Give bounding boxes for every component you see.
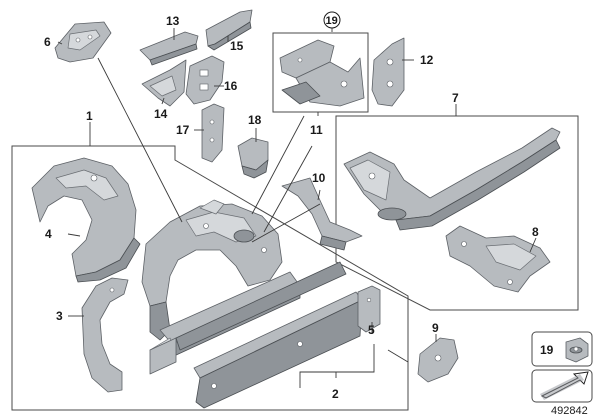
part-17-vertical-bracket[interactable] <box>201 103 225 163</box>
callout-8: 8 <box>532 225 539 239</box>
leader-lines <box>57 12 537 388</box>
part-8-rail-extension[interactable] <box>445 225 551 293</box>
callout-17: 17 <box>176 123 190 137</box>
callout-12: 12 <box>420 53 434 67</box>
legend-box-item-19 <box>531 331 593 367</box>
part-11-wheelhouse-segment-assembly[interactable] <box>279 39 365 107</box>
part-15-strut-plate[interactable] <box>205 9 253 51</box>
image-reference-number: 492842 <box>551 405 588 417</box>
callout-10: 10 <box>312 171 326 185</box>
assembly-frame-1 <box>11 145 409 411</box>
callout-11: 11 <box>310 123 323 137</box>
part-5-end-plate[interactable] <box>357 285 381 333</box>
assembly-frame-11 <box>272 32 369 113</box>
part-7-engine-carrier-rail[interactable] <box>343 127 561 231</box>
part-6-bracket[interactable] <box>54 21 112 63</box>
callout-18: 18 <box>248 113 262 127</box>
legend-box-arrow <box>531 369 593 403</box>
legend-item-number: 19 <box>540 343 554 357</box>
part-14-gusset[interactable] <box>141 59 187 107</box>
callout-3: 3 <box>56 309 63 323</box>
part-4-front-wheelhouse[interactable] <box>31 157 141 283</box>
callout-19: 19 <box>326 15 338 27</box>
callout-7: 7 <box>452 91 459 105</box>
part-12-pillar-reinforcement[interactable] <box>371 37 405 107</box>
callout-2: 2 <box>332 387 339 401</box>
callout-15: 15 <box>230 39 244 53</box>
direction-arrow-icon <box>540 371 589 400</box>
part-9-bumper-mount[interactable] <box>417 337 459 383</box>
callout-14: 14 <box>154 107 168 121</box>
part-2-front-side-member[interactable] <box>149 261 363 409</box>
part-18-small-bracket[interactable] <box>237 137 269 179</box>
callout-4: 4 <box>45 227 52 241</box>
part-13-reinforcement[interactable] <box>139 31 199 66</box>
callout-16: 16 <box>224 79 238 93</box>
callout-9: 9 <box>432 321 439 335</box>
callout-19-circle <box>323 11 341 29</box>
callout-6: 6 <box>44 35 51 49</box>
callout-13: 13 <box>166 14 180 28</box>
callout-5: 5 <box>368 323 375 337</box>
part-19-cage-nut[interactable] <box>565 337 589 363</box>
callout-1: 1 <box>86 109 93 123</box>
part-10-side-member-bracket[interactable] <box>281 177 363 251</box>
part-16-mount-bracket[interactable] <box>185 55 225 105</box>
callout-labels: 1 2 3 4 5 6 7 8 9 10 11 12 13 14 15 16 1… <box>44 11 588 417</box>
part-3-wheelhouse-arch-bracket[interactable] <box>81 277 129 393</box>
